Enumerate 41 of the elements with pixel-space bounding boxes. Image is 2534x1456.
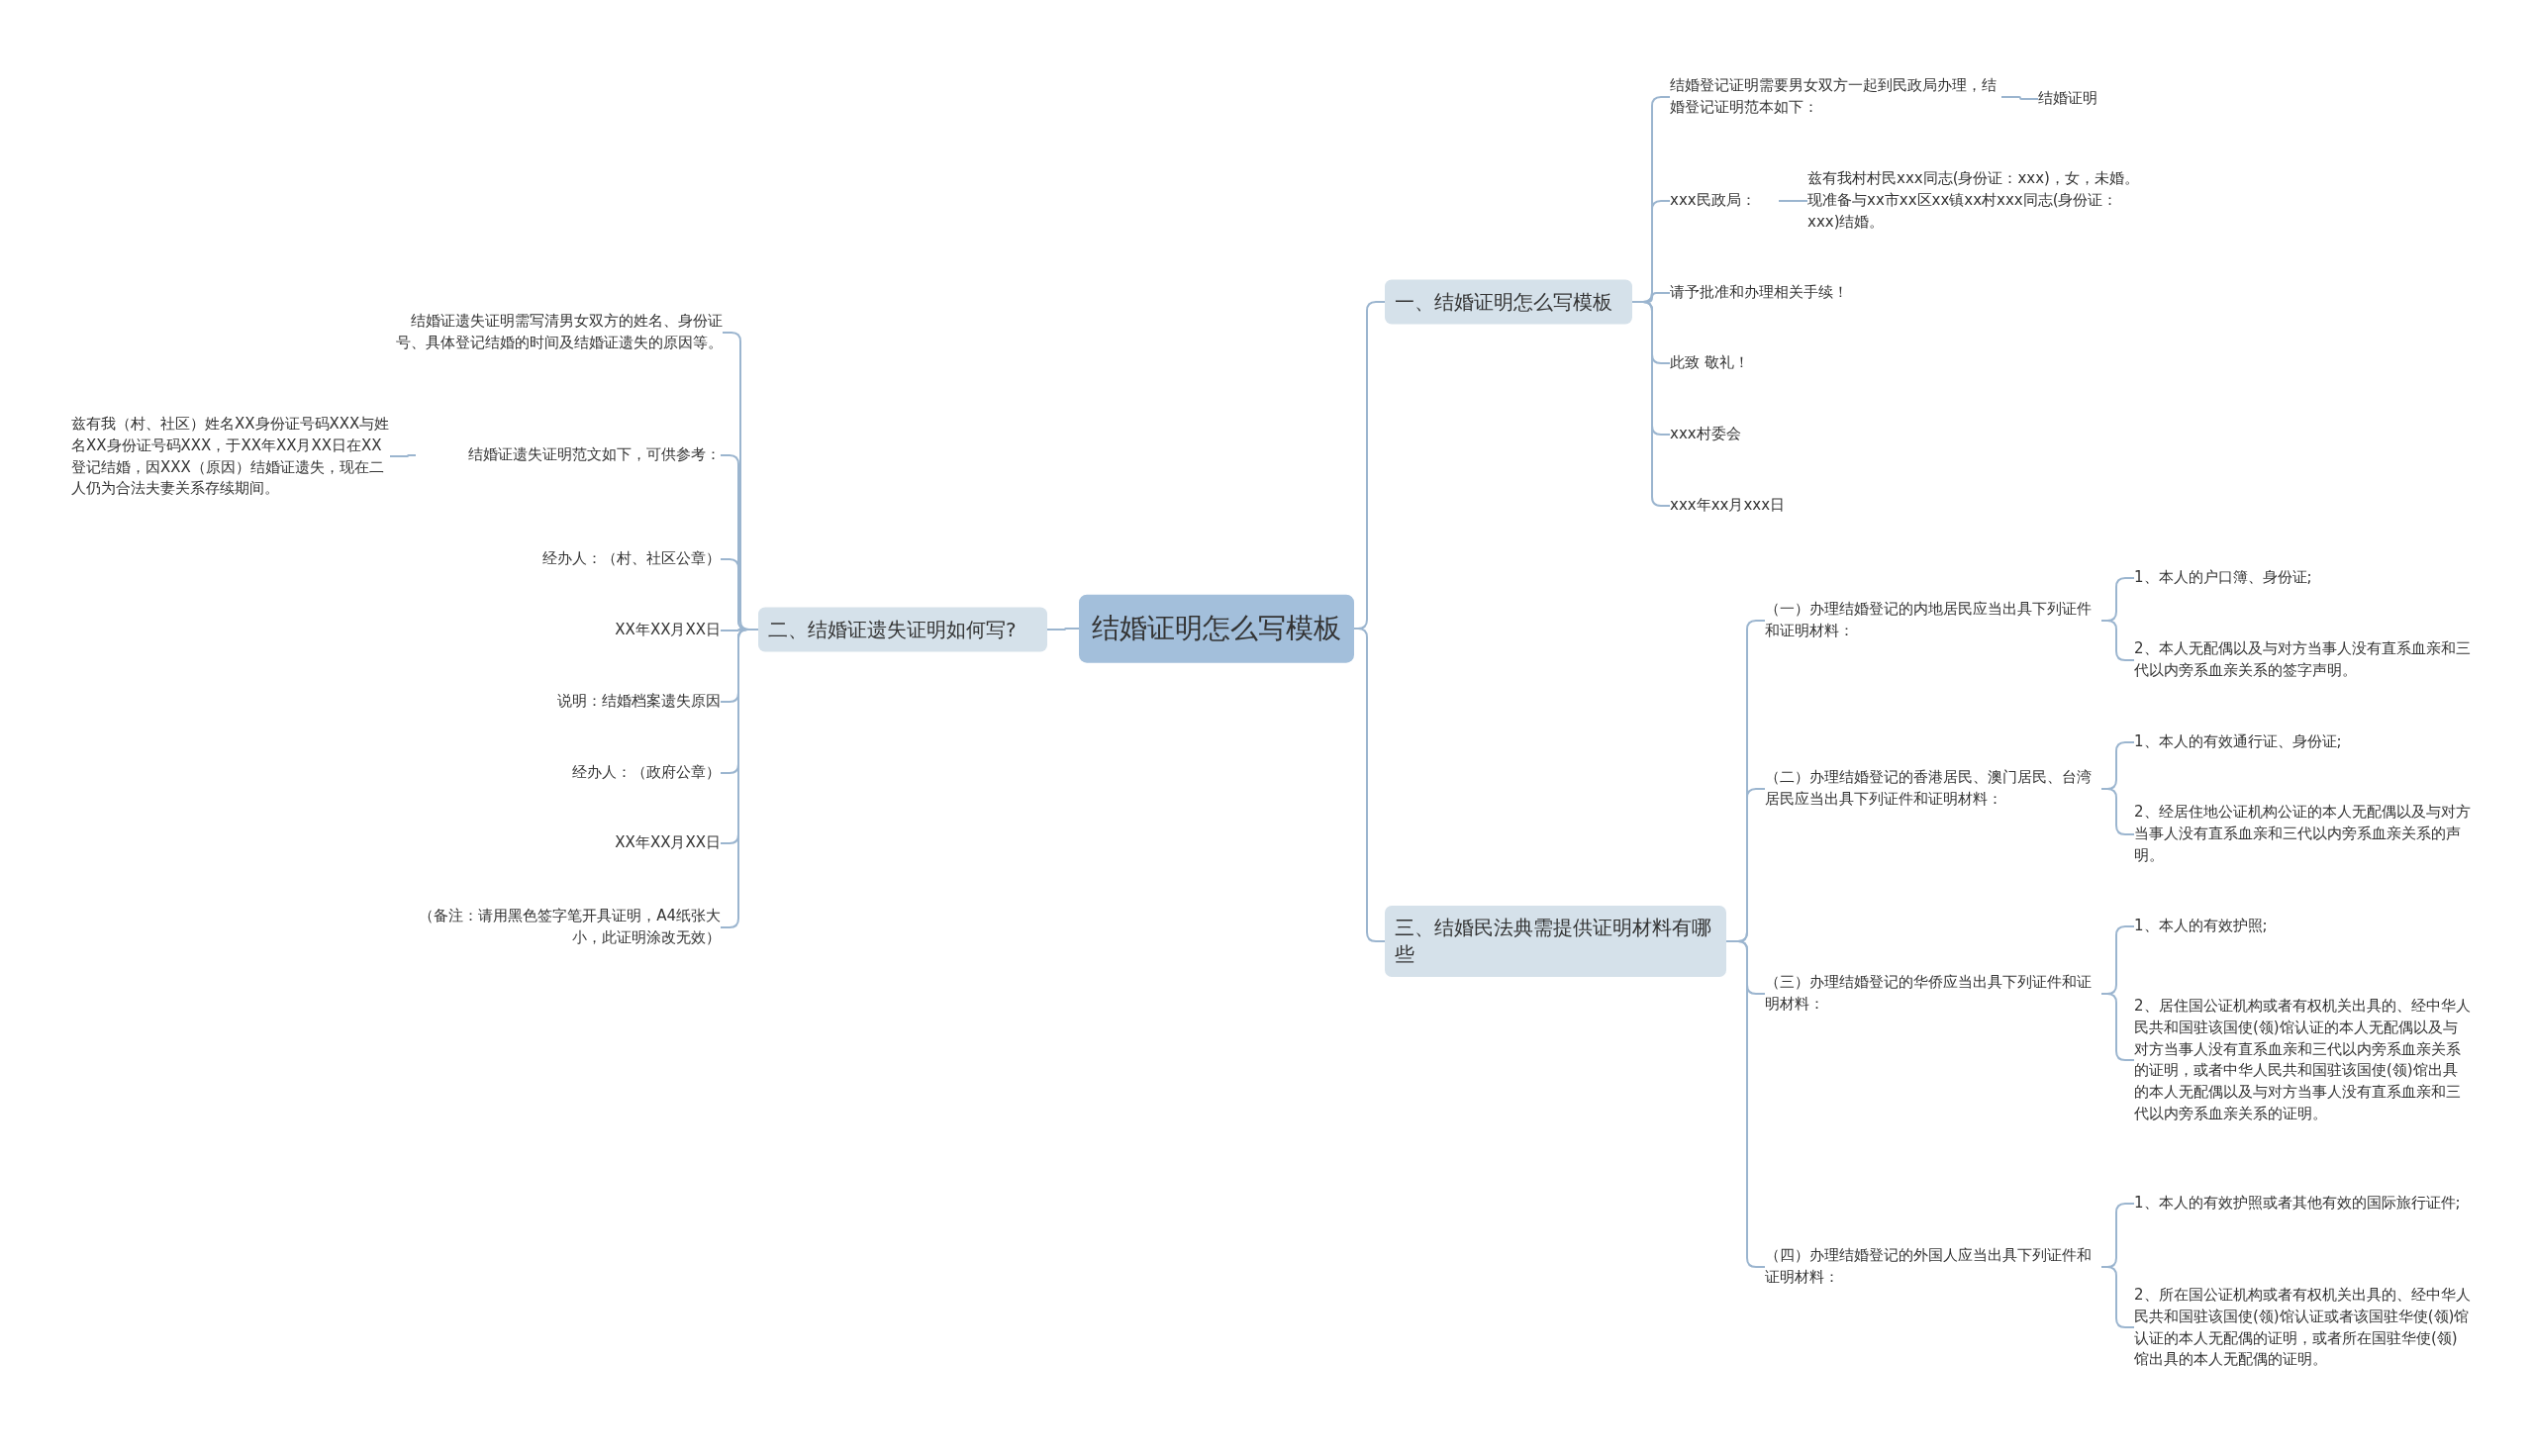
branch-text: XX年XX月XX日 (424, 620, 721, 641)
branch-text: 此致 敬礼！ (1670, 352, 1868, 374)
branch-text: （二）办理结婚登记的香港居民、澳门居民、台湾居民应当出具下列证件和证明材料： (1765, 767, 2101, 811)
subtopic-box: 一、结婚证明怎么写模板 (1385, 279, 1632, 325)
branch-text: 兹有我村村民xxx同志(身份证：xxx)，女，未婚。现准备与xx市xx区xx镇xx村xxx同志(身份证：xxx)结婚。 (1807, 168, 2139, 234)
branch-text: （四）办理结婚登记的外国人应当出具下列证件和证明材料： (1765, 1245, 2101, 1289)
branch-text: （一）办理结婚登记的内地居民应当出具下列证件和证明材料： (1765, 599, 2101, 642)
subtopic-box: 三、结婚民法典需提供证明材料有哪些 (1385, 906, 1726, 977)
connector-line (2100, 620, 2135, 661)
branch-text: 兹有我（村、社区）姓名XX身份证号码XXX与姓名XX身份证号码XXX，于XX年XX月XX日在XX登记结婚，因XXX（原因）结婚证遗失，现在二人仍为合法夫妻关系存续期间。 (71, 413, 390, 500)
branch-text: 经办人：（村、社区公章） (424, 548, 721, 570)
branch-text: 2、所在国公证机构或者有权机关出具的、经中华人民共和国驻该国使(领)馆认证或者该国驻华使(领)馆认证的本人无配偶的证明，或者所在国驻华使(领)馆出具的本人无配偶的证明。 (2134, 1284, 2471, 1371)
branch-text: 1、本人的户口簿、身份证; (2134, 567, 2471, 589)
branch-text: 说明：结婚档案遗失原因 (424, 691, 721, 713)
connector-line (389, 454, 417, 457)
branch-text: 1、本人的有效护照或者其他有效的国际旅行证件; (2134, 1193, 2471, 1214)
branch-text: 1、本人的有效护照; (2134, 916, 2471, 937)
branch-text: 2、经居住地公证机构公证的本人无配偶以及与对方当事人没有直系血亲和三代以内旁系血亲关系的声明。 (2134, 802, 2471, 867)
branch-text: 1、本人的有效通行证、身份证; (2134, 731, 2471, 753)
branch-text: （备注：请用黑色签字笔开具证明，A4纸张大小，此证明涂改无效） (394, 906, 721, 949)
branch-text: 请予批准和办理相关手续！ (1670, 282, 1967, 304)
branch-text: 结婚登记证明需要男女双方一起到民政局办理，结婚登记证明范本如下： (1670, 75, 2001, 119)
branch-text: 2、本人无配偶以及与对方当事人没有直系血亲和三代以内旁系血亲关系的签字声明。 (2134, 638, 2471, 682)
branch-text: xxx年xx月xxx日 (1670, 495, 1888, 517)
central-topic-box: 结婚证明怎么写模板 (1079, 594, 1354, 663)
branch-text: 结婚证明 (2038, 88, 2127, 110)
connector-line (2100, 788, 2135, 835)
branch-text: xxx村委会 (1670, 424, 1868, 445)
connector-line (1046, 628, 1080, 631)
connector-line (1778, 200, 1808, 202)
branch-text: xxx民政局： (1670, 190, 1779, 212)
branch-text: 结婚证遗失证明范文如下，可供参考： (416, 444, 721, 466)
branch-text: XX年XX月XX日 (424, 832, 721, 854)
branch-text: 2、居住国公证机构或者有权机关出具的、经中华人民共和国驻该国使(领)馆认证的本人无配偶以及与对方当事人没有直系血亲和三代以内旁系血亲关系的证明，或者中华人民共和国驻该国使(领)馆出具的本人无配偶以及与对方当事人没有直系血亲和三代以内旁系血亲关系的证明。 (2134, 995, 2471, 1125)
branch-text: （三）办理结婚登记的华侨应当出具下列证件和证明材料： (1765, 972, 2101, 1016)
connector-line (1725, 940, 1766, 1268)
branch-text: 结婚证遗失证明需写清男女双方的姓名、身份证号、具体登记结婚的时间及结婚证遗失的原因等。 (394, 311, 723, 354)
connector-line (720, 629, 759, 928)
subtopic-box: 二、结婚证遗失证明如何写? (758, 607, 1047, 652)
branch-text: 经办人：（政府公章） (424, 762, 721, 784)
connector-line (2000, 96, 2039, 100)
